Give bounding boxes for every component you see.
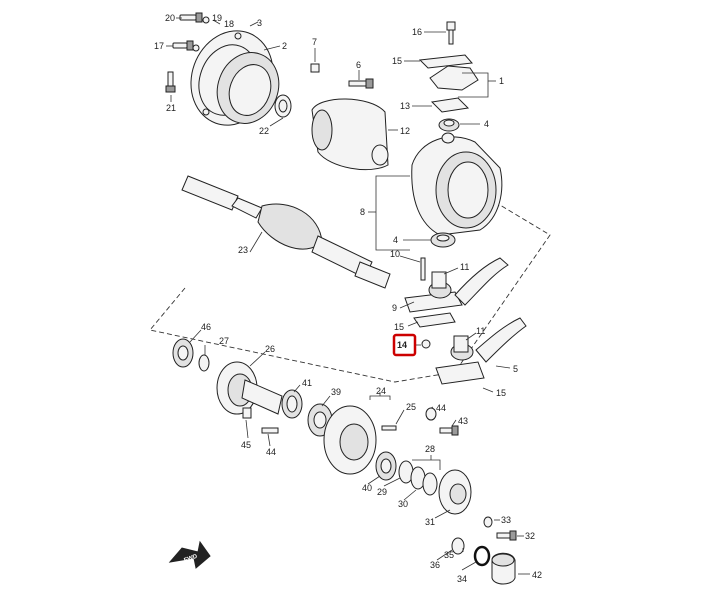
rings-29-30-31	[398, 460, 438, 496]
callout-labels: 20 19 18 3 2 17 21 22 7 6 12 16 15 1 13 …	[154, 13, 542, 584]
shim-15-upper	[413, 312, 456, 328]
callout-3: 3	[257, 18, 262, 28]
stud-26	[381, 425, 397, 431]
callout-22: 21	[166, 103, 176, 113]
bearing-4-lower	[430, 232, 456, 248]
washer-20	[202, 16, 210, 24]
callout-19: 18	[224, 19, 234, 29]
bolt-33	[496, 530, 517, 541]
seal-46	[172, 338, 194, 368]
callout-12: 12	[400, 126, 410, 136]
callout-15-upper: 15	[394, 322, 404, 332]
callout-11-upper: 11	[460, 262, 469, 272]
bearing-4-upper	[438, 118, 460, 132]
bolt-43	[261, 427, 279, 434]
fwd-label: FWD	[183, 553, 199, 564]
nut-14	[421, 339, 431, 349]
front-direction-indicator: FWD	[168, 540, 211, 569]
bolt-22	[165, 71, 176, 93]
stud-9	[420, 257, 426, 281]
callout-25: 24	[376, 386, 386, 396]
callout-6: 7	[312, 37, 317, 47]
callout-29: 28	[425, 444, 435, 454]
callout-5: 6	[356, 60, 361, 70]
shim-16	[418, 54, 474, 69]
bolt-21	[179, 12, 203, 23]
callout-9: 10	[390, 249, 400, 259]
callout-34: 33	[501, 515, 511, 525]
callout-4-lower: 4	[393, 235, 398, 245]
callout-42: 44	[436, 403, 446, 413]
callout-41: 43	[458, 416, 468, 426]
callout-35: 34	[457, 574, 467, 584]
callout-2: 2	[282, 41, 287, 51]
callout-37: 36	[430, 560, 440, 570]
callout-15-lower: 15	[496, 388, 506, 398]
brake-drum	[323, 405, 377, 475]
callout-7: 9	[392, 303, 397, 313]
steering-knuckle-8	[411, 132, 503, 236]
nut-6	[310, 63, 320, 73]
bolt-18	[172, 40, 194, 51]
callout-38: 39	[331, 387, 341, 397]
callout-27: 26	[265, 344, 275, 354]
knuckle-arm-upper	[404, 257, 509, 313]
bolt-5	[348, 78, 374, 89]
callout-21: 20	[165, 13, 175, 23]
callout-17: 16	[412, 27, 422, 37]
callout-46: 46	[201, 322, 211, 332]
bolt-17	[446, 21, 456, 45]
callout-10: 5	[513, 364, 518, 374]
gasket-13	[430, 97, 470, 113]
callout-4-upper: 4	[484, 119, 489, 129]
callout-11-lower: 11	[476, 326, 485, 336]
callout-45: 42	[532, 570, 542, 580]
callout-28: 27	[219, 336, 229, 346]
bolt-41	[439, 425, 459, 436]
callout-18: 17	[154, 41, 164, 51]
drive-shaft-24	[181, 175, 391, 289]
seal-23	[274, 94, 292, 118]
callout-44: 45	[241, 440, 251, 450]
callout-16: 15	[392, 56, 402, 66]
callout-40: 41	[302, 378, 312, 388]
o-ring-35	[473, 545, 491, 567]
callout-23: 22	[259, 126, 269, 136]
hub-27	[216, 361, 283, 415]
snap-ring-37	[451, 537, 465, 555]
callout-26: 25	[406, 402, 416, 412]
callout-20: 19	[212, 13, 222, 23]
bearing-40	[281, 389, 303, 419]
cap-1	[429, 65, 479, 91]
flange-32	[438, 469, 472, 515]
callout-36: 35	[444, 550, 454, 560]
bolt-44	[242, 407, 252, 419]
callout-1: 1	[499, 76, 504, 86]
washer-42	[425, 407, 437, 421]
callout-33: 32	[525, 531, 535, 541]
yoke-12	[311, 98, 389, 171]
leader-lines	[166, 17, 530, 575]
callout-39: 40	[362, 483, 372, 493]
outer-housing	[190, 30, 280, 126]
callout-14: 14	[397, 340, 407, 350]
cap-45	[491, 552, 516, 585]
callout-8: 8	[360, 207, 365, 217]
bearing-39	[375, 451, 397, 481]
callout-30: 29	[377, 487, 387, 497]
washer-34	[483, 516, 493, 528]
ring-28	[198, 354, 210, 372]
knuckle-arm-lower	[435, 317, 527, 385]
highlight-box-14	[392, 333, 417, 357]
callout-13: 13	[400, 101, 410, 111]
callout-32: 31	[425, 517, 435, 527]
callout-31: 30	[398, 499, 408, 509]
callout-43: 44	[266, 447, 276, 457]
callout-24: 23	[238, 245, 248, 255]
